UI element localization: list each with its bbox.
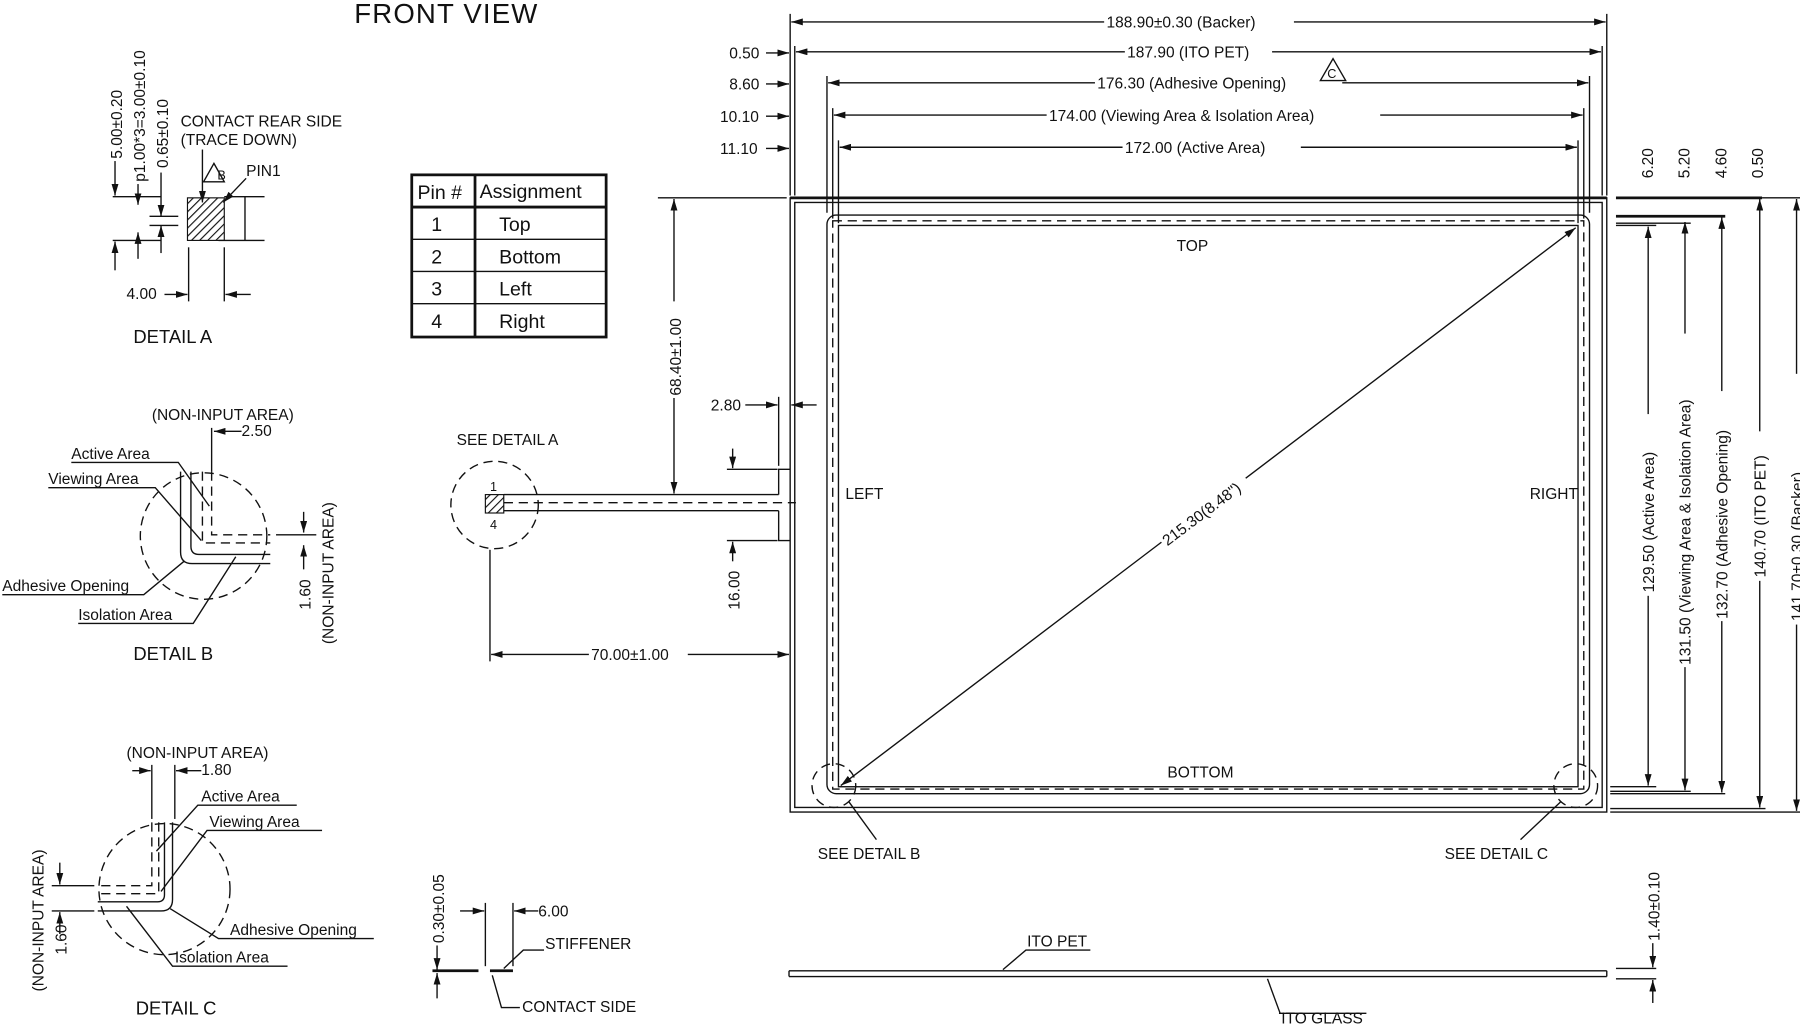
width-adhesive: 176.30 (Adhesive Opening)	[1097, 76, 1286, 93]
detail-a-note-1: CONTACT REAR SIDE	[181, 114, 343, 131]
detail-a-label: DETAIL A	[133, 326, 212, 347]
detail-b: (NON-INPUT AREA) 2.50 Active Area Viewin…	[2, 407, 337, 664]
tail-pin-last: 4	[490, 518, 497, 532]
detail-b-viewing: Viewing Area	[48, 471, 139, 488]
tail-gap-dim: 2.80	[711, 398, 742, 415]
detail-c-non-input-side: (NON-INPUT AREA)	[31, 850, 48, 992]
detail-c-viewing: Viewing Area	[209, 814, 300, 831]
pin-table-cell-pin: 1	[431, 214, 442, 236]
detail-a-dim-pad: 0.65±0.10	[155, 99, 172, 168]
detail-b-isolation: Isolation Area	[78, 607, 172, 624]
width-viewing: 174.00 (Viewing Area & Isolation Area)	[1049, 108, 1314, 125]
top-offset: 6.20	[1640, 148, 1657, 179]
active-area-outline	[837, 224, 1579, 788]
pin-table-cell-pin: 4	[431, 311, 442, 333]
adhesive-opening-outline	[826, 214, 1591, 795]
detail-a-dim-5: 5.00±0.20	[109, 89, 126, 158]
tail-connector	[484, 494, 505, 514]
ito-pet-label: ITO PET	[1027, 934, 1088, 951]
tail-length-dim: 70.00±1.00	[591, 647, 669, 664]
detail-c-label: DETAIL C	[136, 997, 217, 1018]
detail-a-dim-pitch: p1.00*3=3.00±0.10	[132, 50, 149, 182]
left-offset: 10.10	[720, 109, 759, 126]
detail-c-callout	[1553, 763, 1599, 809]
detail-b-active: Active Area	[71, 446, 150, 463]
pin-table-cell-assignment: Left	[499, 279, 532, 301]
pin-table-header-assignment: Assignment	[480, 181, 583, 203]
front-view: 188.90±0.30 (Backer) 187.90 (ITO PET) 17…	[450, 11, 1800, 863]
pin-table-cell-assignment: Right	[499, 311, 545, 333]
page-title: FRONT VIEW	[354, 0, 538, 29]
ito-glass-label: ITO GLASS	[1281, 1011, 1363, 1026]
pin-table-cell-pin: 2	[431, 246, 442, 268]
side-label-top: TOP	[1177, 238, 1209, 255]
detail-c-isolation: Isolation Area	[175, 950, 269, 967]
pin-table-cell-assignment: Top	[499, 214, 531, 236]
detail-c: (NON-INPUT AREA) 1.80 Active Area Viewin…	[31, 745, 374, 1018]
detail-c-adhesive: Adhesive Opening	[230, 922, 357, 939]
see-detail-a: SEE DETAIL A	[457, 432, 559, 449]
see-detail-b: SEE DETAIL B	[818, 846, 921, 863]
top-offset: 4.60	[1713, 148, 1730, 179]
width-backer: 188.90±0.30 (Backer)	[1106, 15, 1255, 32]
side-view: 1.40±0.10 0.30±0.05 6.00 STIFFENER CONTA…	[431, 872, 1664, 1026]
detail-a-note-2: (TRACE DOWN)	[181, 132, 297, 149]
detail-c-non-input-top: (NON-INPUT AREA)	[127, 745, 269, 762]
detail-b-callout	[811, 763, 857, 809]
detail-c-active: Active Area	[201, 789, 280, 806]
front-revision: C	[1327, 67, 1336, 81]
revision-triangle-icon	[202, 161, 226, 183]
width-active: 172.00 (Active Area)	[1125, 140, 1266, 157]
detail-b-dim-top: 2.50	[242, 423, 273, 440]
left-offset: 0.50	[729, 46, 760, 63]
see-detail-c: SEE DETAIL C	[1445, 846, 1548, 863]
side-label-right: RIGHT	[1530, 486, 1579, 503]
pin-table-cell-assignment: Bottom	[499, 246, 561, 268]
diagonal-dim: 215.30(8.48")	[1160, 480, 1245, 550]
detail-c-dim-side: 1.60	[54, 924, 71, 955]
height-viewing: 131.50 (Viewing Area & Isolation Area)	[1678, 399, 1695, 664]
detail-a-dim-width: 4.00	[127, 286, 158, 303]
height-backer: 141.70±0.30 (Backer)	[1789, 472, 1800, 621]
detail-a-callout	[450, 460, 539, 550]
detail-b-label: DETAIL B	[133, 643, 213, 664]
tail-width-dim: 16.00	[727, 570, 744, 609]
top-offset: 5.20	[1677, 148, 1694, 179]
left-offset: 11.10	[720, 141, 758, 158]
height-adhesive: 132.70 (Adhesive Opening)	[1715, 430, 1732, 619]
ito-pet-outline	[794, 201, 1603, 809]
contact-side-label: CONTACT SIDE	[522, 999, 636, 1016]
stiffener-length-dim: 6.00	[538, 904, 569, 921]
side-label-bottom: BOTTOM	[1167, 765, 1233, 782]
height-active: 129.50 (Active Area)	[1641, 452, 1658, 593]
height-ito-pet: 140.70 (ITO PET)	[1752, 455, 1769, 577]
thickness-dim: 1.40±0.10	[1647, 872, 1664, 941]
tail-pin-first: 1	[490, 480, 497, 494]
stiffener-label: STIFFENER	[545, 936, 631, 953]
detail-b-non-input-top: (NON-INPUT AREA)	[152, 407, 294, 424]
left-offset: 8.60	[729, 77, 760, 94]
detail-a: 5.00±0.20 p1.00*3=3.00±0.10 0.65±0.10 CO…	[109, 50, 342, 347]
top-offset: 0.50	[1750, 148, 1767, 179]
pin-table-header-pin: Pin #	[418, 182, 463, 204]
connector-pads	[186, 197, 225, 241]
detail-a-pin1: PIN1	[246, 163, 281, 180]
tail-thickness-dim: 0.30±0.05	[431, 874, 448, 943]
revision-triangle-icon	[1319, 57, 1347, 82]
detail-c-dim-top: 1.80	[201, 762, 232, 779]
width-ito-pet: 187.90 (ITO PET)	[1127, 45, 1249, 62]
tail-offset-dim: 68.40±1.00	[668, 318, 685, 396]
pin-table: Pin # Assignment 1 Top 2 Bottom 3 Left 4…	[410, 173, 608, 339]
viewing-area-outline	[832, 220, 1585, 790]
detail-b-dim-side: 1.60	[298, 579, 315, 610]
detail-a-revision: B	[217, 168, 225, 182]
pin-table-cell-pin: 3	[431, 279, 442, 301]
detail-b-adhesive: Adhesive Opening	[2, 578, 129, 595]
detail-b-non-input-side: (NON-INPUT AREA)	[321, 502, 338, 644]
side-label-left: LEFT	[845, 486, 883, 503]
